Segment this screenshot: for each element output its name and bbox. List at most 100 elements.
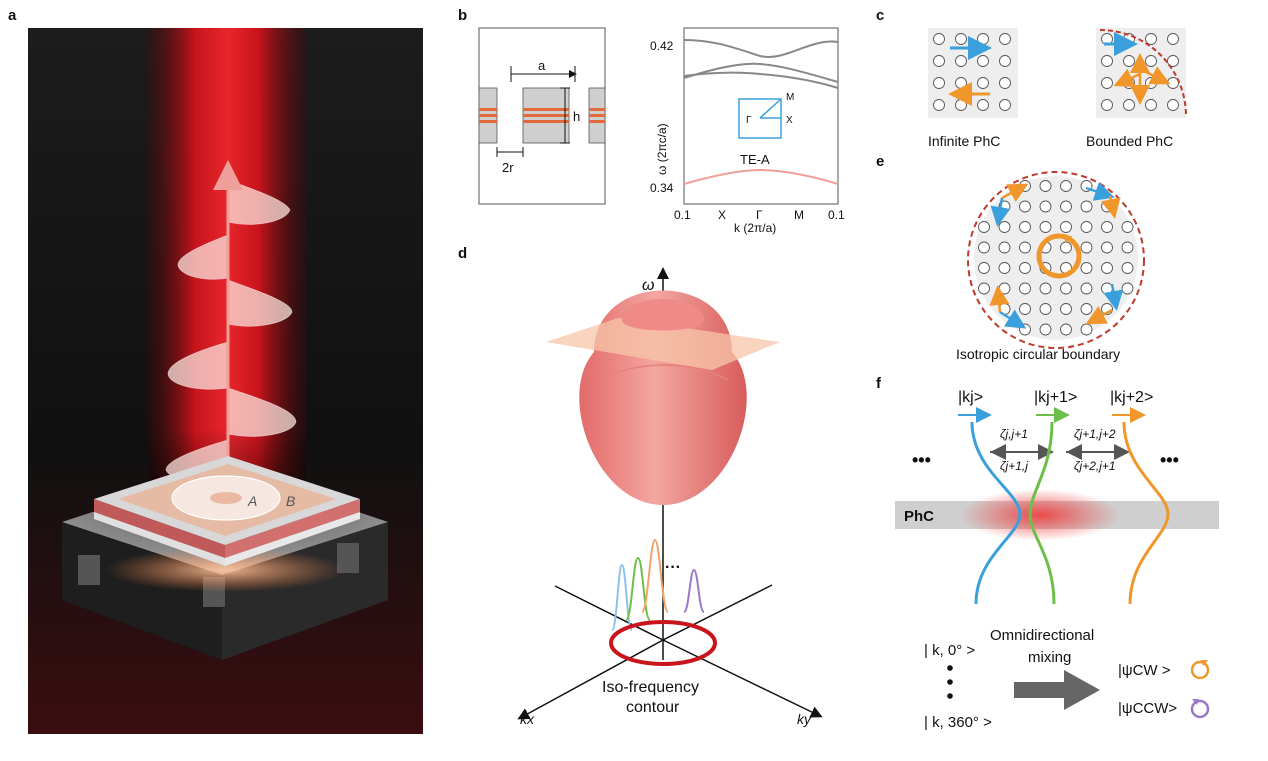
ytick-bottom: 0.34 [650,181,674,195]
panel-f: |kj> |kj+1> |kj+2> ζj,j+1 ζj+1,j ζj+1,j+… [895,389,1219,731]
ellipsis-right: ••• [1160,450,1179,470]
lattice-hole [1101,241,1113,254]
lattice-hole [933,33,945,45]
lattice-hole [1060,180,1072,192]
lattice-hole [1019,241,1031,254]
lattice-hole [1167,33,1179,45]
lattice-hole [1080,303,1093,315]
lattice-hole [1123,99,1135,111]
lattice-hole [1080,241,1093,254]
omega-axis-label: ω [642,277,654,294]
mode-profile-blue [970,421,1022,605]
lattice-hole [977,55,989,67]
band-upper-3 [683,71,839,89]
iso-frequency-contour [609,620,717,666]
coupling-bottom-right: ζj+2,j+1 [1074,459,1116,473]
lattice-hole [1019,303,1031,315]
region-b-label: B [286,493,295,509]
cw-vortex-icon [1190,660,1210,680]
lattice-hole [933,99,945,111]
lattice-hole [1145,77,1157,89]
x-tick-label: X [718,208,726,222]
ellipsis-left: ••• [912,450,931,470]
lattice-hole [1019,282,1031,295]
lattice-hole [933,77,945,89]
coupling-top-right: ζj+1,j+2 [1074,427,1116,441]
scattered-arrow-right [1145,66,1171,85]
lattice-hole [998,262,1011,274]
ky-label: ky [797,711,812,727]
lattice-hole [1039,221,1052,233]
lattice-hole [1039,323,1052,336]
coupling-top-left: ζj,j+1 [1000,427,1028,441]
lattice-hole [1167,55,1179,67]
ccw-vortex-icon [1190,699,1210,719]
bz-x: X [786,115,793,126]
lattice-hole [1019,200,1031,213]
lattice-hole [1121,221,1134,233]
mode-label: TE-A [740,152,770,167]
phc-mode-glow [960,489,1120,541]
x-axis-label: k (2π/a) [734,221,776,235]
iso-frequency-plane [546,318,780,370]
mode-profile-green [1028,421,1056,605]
lattice-hole [933,55,945,67]
lattice-hole [1145,33,1157,45]
ky-axis [662,639,823,718]
ket-kj2: |kj+2> [1110,389,1153,406]
y-axis-label: ω (2πc/a) [655,123,669,175]
lattice-hole [1060,241,1072,254]
lattice-hole [1080,221,1093,233]
bz-gamma: Γ [746,115,752,126]
region-a-label: A [247,493,257,509]
ket-k-360: | k, 360° > [924,714,992,731]
lattice-hole [1019,180,1031,192]
lattice-hole [1019,221,1031,233]
lattice-hole [1121,262,1134,274]
lattice-hole [1060,221,1072,233]
lattice-hole [977,99,989,111]
lattice-hole [978,282,990,295]
lattice-hole [955,33,967,45]
lattice-hole [1039,200,1052,213]
infinite-phc-caption: Infinite PhC [928,133,1000,149]
lattice-hole [998,221,1011,233]
lattice-hole [1060,323,1072,336]
panel-label-c: c [876,7,884,24]
lattice-hole [998,241,1011,254]
lattice-hole [1060,282,1072,295]
contour-label-line1: Iso-frequency [602,679,699,696]
scattered-arrow-left [1113,68,1141,87]
x-tick-label: Γ [756,208,763,222]
lattice-hole [1080,262,1093,274]
lattice-hole [999,33,1011,45]
ytick-top: 0.42 [650,39,674,53]
x-tick-label: 0.1 [828,208,845,222]
band-upper-2 [683,62,839,83]
lattice-hole [977,77,989,89]
lattice-hole [1060,200,1072,213]
lattice-hole [1039,303,1052,315]
lattice-hole [999,77,1011,89]
lattice-hole [1039,282,1052,295]
psi-cw: |ψCW > [1118,662,1171,679]
lattice-hole [1121,282,1134,295]
phc-label: PhC [904,508,934,525]
panel-label-a: a [8,7,17,24]
contour-label-line2: contour [626,699,680,716]
lattice-hole [1101,262,1113,274]
lattice-hole [1101,221,1113,233]
slab-segments [478,87,606,144]
mode-profile-orange [1122,421,1170,605]
lattice-hole [1123,55,1135,67]
coupling-bottom-left: ζj+1,j [1000,459,1028,473]
brillouin-zone-inset: Γ X M [738,92,794,139]
lattice-hole [1121,241,1134,254]
mixing-line1: Omnidirectional [990,627,1094,644]
lattice-hole [1145,55,1157,67]
lattice-hole [1060,303,1072,315]
height-label: h [573,109,580,124]
panel-c: Infinite PhC Bounded PhC [928,28,1187,149]
